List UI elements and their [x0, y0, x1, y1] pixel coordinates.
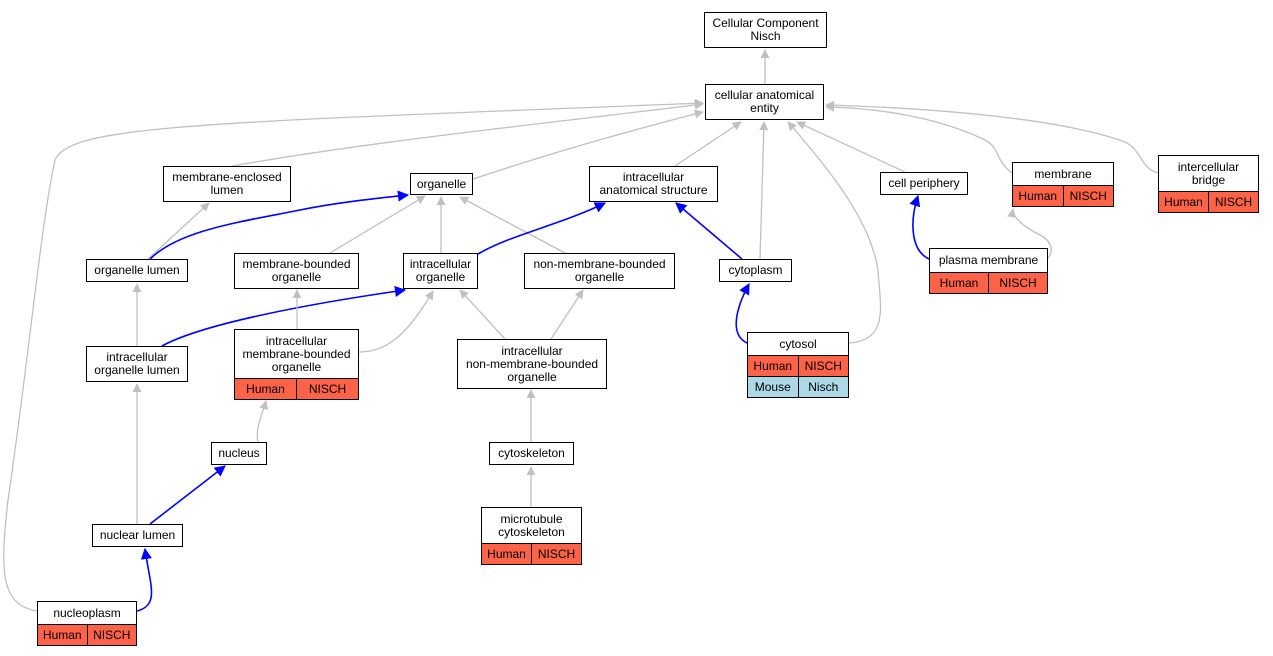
node-label: cytoplasm — [728, 263, 783, 277]
edge-is-a-mbo-to-organelle — [329, 195, 426, 254]
node-membrane-bounded-organelle[interactable]: membrane-bounded organelle — [234, 253, 359, 289]
edge-is-a-nucleoplasm-to-cae — [3, 98, 704, 612]
edge-is-a-membrane-to-cae — [825, 102, 1013, 174]
node-intracellular-organelle[interactable]: intracellular organelle — [403, 253, 478, 289]
edge-is-a-organelle-to-cae — [472, 109, 704, 180]
edge-is-a-nmbo-to-organelle — [459, 196, 566, 254]
node-cellular-component-nisch[interactable]: Cellular Component Nisch — [704, 12, 827, 48]
node-label: intracellular organelle lumen — [94, 350, 180, 377]
edge-part-of-io-to-ias — [477, 202, 607, 255]
node-nucleus[interactable]: nucleus — [211, 442, 267, 465]
node-label: membrane-enclosed lumen — [172, 170, 282, 197]
node-cellular-anatomical-entity[interactable]: cellular anatomical entity — [705, 84, 824, 120]
edge-is-a-pm-to-membrane — [1007, 208, 1052, 259]
edge-is-a-inmbo-to-io — [459, 289, 506, 340]
node-nucleoplasm[interactable]: nucleoplasm Human NISCH — [37, 601, 137, 646]
node-membrane-enclosed-lumen[interactable]: membrane-enclosed lumen — [163, 166, 291, 202]
species-cell: Human — [939, 275, 979, 290]
node-intercellular-bridge[interactable]: intercellular bridge Human NISCH — [1158, 155, 1259, 213]
edge-part-of-pm-to-periphery — [909, 194, 930, 260]
node-label: organelle — [416, 176, 467, 191]
edge-part-of-cytoplasm-to-ias — [675, 202, 743, 260]
node-label: cytosol — [779, 336, 817, 351]
gene-cell: NISCH — [797, 356, 849, 376]
node-non-membrane-bounded-organelle[interactable]: non-membrane-bounded organelle — [524, 253, 675, 289]
edge-is-a-periphery-to-cae — [796, 121, 906, 173]
annotation-row-human: Human NISCH — [1159, 191, 1258, 212]
gene-cell: NISCH — [988, 273, 1047, 293]
annotation-row-human: Human NISCH — [748, 355, 848, 376]
node-label: intracellular organelle — [409, 257, 472, 284]
node-label: intercellular bridge — [1177, 159, 1240, 187]
edge-is-a-bridge-to-cae — [825, 100, 1159, 174]
species-cell: Human — [1164, 194, 1203, 209]
species-cell: Human — [1018, 188, 1058, 203]
node-cytosol[interactable]: cytosol Human NISCH Mouse Nisch — [747, 332, 849, 398]
node-microtubule-cytoskeleton[interactable]: microtubule cytoskeleton Human NISCH — [481, 507, 582, 565]
species-cell: Human — [246, 381, 285, 396]
gene-cell: NISCH — [1062, 186, 1114, 206]
annotation-row-human: Human NISCH — [38, 624, 136, 645]
edge-is-a-inmbo-to-nmbo — [550, 289, 584, 340]
node-intracellular-anatomical-structure[interactable]: intracellular anatomical structure — [589, 166, 718, 202]
gene-cell: NISCH — [86, 625, 137, 645]
node-label: microtubule cytoskeleton — [498, 511, 565, 539]
node-label: plasma membrane — [938, 253, 1039, 267]
node-label: nucleoplasm — [53, 605, 121, 620]
node-intracellular-organelle-lumen[interactable]: intracellular organelle lumen — [86, 346, 188, 382]
annotation-row-human: Human NISCH — [235, 378, 358, 399]
gene-cell: NISCH — [296, 379, 358, 399]
edge-is-a-ias-to-cae — [674, 121, 742, 167]
node-label: nuclear lumen — [99, 528, 176, 542]
annotation-row-human: Human NISCH — [482, 543, 581, 564]
node-label: non-membrane-bounded organelle — [533, 257, 666, 284]
annotation-row-mouse: Mouse Nisch — [748, 376, 848, 397]
edge-is-a-cytosol-to-cae — [787, 121, 882, 344]
species-cell: Human — [42, 627, 82, 642]
node-label: membrane-bounded organelle — [242, 257, 351, 284]
node-membrane[interactable]: membrane Human NISCH — [1012, 162, 1114, 207]
node-nuclear-lumen[interactable]: nuclear lumen — [92, 524, 183, 547]
species-cell: Human — [487, 546, 526, 561]
node-cytoplasm[interactable]: cytoplasm — [719, 259, 792, 282]
edge-part-of-olumen-to-organelle — [149, 190, 410, 260]
gene-cell: Nisch — [797, 377, 849, 397]
annotation-row-human: Human NISCH — [1013, 185, 1113, 206]
node-organelle[interactable]: organelle — [410, 173, 473, 195]
edge-is-a-cytoplasm-to-cae — [759, 121, 769, 260]
species-cell: Mouse — [754, 379, 791, 394]
edge-part-of-nlumen-to-nucleus — [149, 465, 226, 525]
species-cell: Human — [753, 358, 793, 373]
node-label: organelle lumen — [94, 263, 180, 277]
edge-part-of-nucleoplasm-to-nlumen — [136, 547, 153, 612]
node-label: nucleus — [218, 446, 260, 460]
edge-is-a-imbo-to-io — [358, 290, 434, 353]
edge-is-a-mel-to-cae — [231, 100, 704, 167]
node-organelle-lumen[interactable]: organelle lumen — [86, 259, 188, 282]
edge-is-a-olumen-to-mel — [147, 202, 210, 260]
node-cytoskeleton[interactable]: cytoskeleton — [489, 442, 574, 465]
node-label: Cellular Component Nisch — [712, 16, 819, 43]
node-label: membrane — [1034, 166, 1092, 181]
node-label: cellular anatomical entity — [714, 88, 815, 115]
edge-part-of-cytosol-to-cytoplasm — [735, 283, 750, 344]
node-cell-periphery[interactable]: cell periphery — [880, 172, 968, 195]
edge-layer — [3, 49, 1159, 612]
gene-cell: NISCH — [1208, 192, 1258, 212]
node-intracellular-non-membrane-bounded-organelle[interactable]: intracellular non-membrane-bounded organ… — [457, 339, 607, 389]
node-label: intracellular non-membrane-bounded organ… — [465, 343, 599, 384]
node-label: intracellular membrane-bounded organelle — [242, 333, 351, 374]
annotation-row-human: Human NISCH — [930, 272, 1047, 293]
node-intracellular-membrane-bounded-organelle[interactable]: intracellular membrane-bounded organelle… — [234, 329, 359, 400]
node-label: cell periphery — [888, 176, 960, 190]
edge-is-a-nucleus-to-imbo — [256, 400, 269, 443]
node-label: intracellular anatomical structure — [599, 170, 708, 197]
node-label: cytoskeleton — [498, 446, 565, 460]
edge-part-of-iolumen-to-io — [161, 285, 407, 347]
gene-cell: NISCH — [531, 544, 581, 564]
node-plasma-membrane[interactable]: plasma membrane Human NISCH — [929, 248, 1048, 294]
